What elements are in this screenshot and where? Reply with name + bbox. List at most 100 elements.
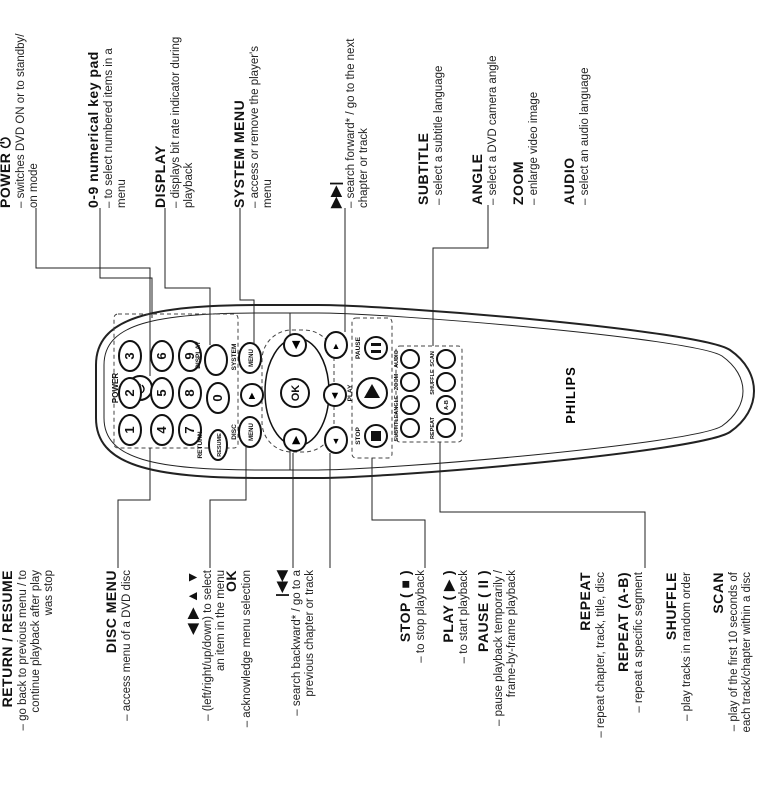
top-callout-title: POWER ⏻ (0, 137, 13, 208)
remote-body-inner (103, 312, 744, 471)
bottom-callout-1: DISC MENU– access menu of a DVD disc (103, 570, 133, 721)
top-callout-3: SYSTEM MENU– access or remove the player… (231, 46, 274, 208)
nav-down-button[interactable]: ▼ (323, 383, 347, 407)
bottom_right-callout-desc: – repeat a specific segment (633, 571, 645, 712)
bottom-callout-desc: – go back to previous menu / to (17, 570, 29, 730)
return-label: RETURN (197, 431, 204, 458)
subtitle-button[interactable]: SUBTITLE (394, 414, 420, 441)
next-button[interactable]: ▲ (324, 331, 348, 359)
play-button[interactable] (356, 377, 388, 409)
bottom_right-callout-desc: – play tracks in random order (681, 572, 693, 721)
key-0-label: 0 (210, 394, 225, 401)
key-9-button[interactable]: 9 (178, 340, 202, 372)
repeat-button[interactable]: REPEAT (430, 416, 456, 439)
disc-menu-button[interactable]: MENU (238, 416, 262, 448)
callout-annotations: POWER ⏻– switches DVD ON or to standby/o… (0, 33, 753, 738)
key-5-label: 5 (154, 389, 169, 396)
return-resume-button[interactable]: RESUME (208, 429, 228, 461)
prev-button[interactable]: ▼ (324, 426, 348, 454)
play-label: PLAY (347, 384, 354, 401)
top-callout-desc: menu (116, 179, 128, 208)
top_right-callout-title: SUBTITLE (415, 133, 431, 205)
bottom-callout-title: RETURN / RESUME (0, 570, 15, 707)
nav-left-button[interactable]: ▶ (283, 428, 307, 452)
pause-button[interactable] (364, 336, 388, 360)
top-callout-desc: menu (262, 179, 274, 208)
shuffle-button[interactable]: SHUFFLE (430, 369, 456, 395)
key-4-button[interactable]: 4 (150, 414, 174, 446)
bottom-callout-desc: previous chapter or track (304, 570, 316, 697)
top_right-callout-2: ZOOM– enlarge video image (510, 92, 540, 205)
bottom_right-callout-desc: – repeat chapter, track, title, disc (595, 572, 607, 738)
top_right-callout-desc: – select an audio language (579, 68, 591, 205)
key-8-label: 8 (182, 389, 197, 396)
top_right-callout-desc: – enlarge video image (528, 92, 540, 205)
ab-button[interactable]: A-B (436, 395, 456, 415)
bottom-callout-title: |◀◀ (273, 570, 289, 597)
top-callout-desc: on mode (28, 163, 40, 208)
top-callout-1: 0-9 numerical key pad– to select numbere… (85, 48, 128, 208)
top-callout-desc: – displays bit rate indicator during (170, 37, 182, 208)
bottom-callout-title: PAUSE ( II ) (475, 570, 491, 652)
zoom-button[interactable]: ZOOM (394, 372, 420, 392)
svg-text:▼: ▼ (332, 436, 341, 446)
bottom_right-callout-title: SHUFFLE (663, 572, 679, 640)
key-1-button[interactable]: 1 (118, 414, 142, 446)
numeric-keypad: 1 2 3 4 5 6 7 8 9 0 (118, 340, 230, 446)
power-button-label: POWER (111, 373, 120, 403)
svg-text:▼: ▼ (330, 390, 341, 402)
bottom_right-callout-title: REPEAT (577, 572, 593, 631)
bottom_right-callout-1: REPEAT (A-B)– repeat a specific segment (615, 571, 645, 712)
bottom-callout-desc: continue playback after play (30, 570, 42, 713)
stop-button[interactable] (364, 424, 388, 448)
key-2-button[interactable]: 2 (118, 377, 142, 409)
system-menu-button[interactable]: MENU (238, 342, 262, 374)
scan-button-label: SCAN (430, 351, 436, 367)
brand-logo: PHILIPS (563, 366, 578, 424)
key-7-button[interactable]: 7 (178, 414, 202, 446)
top_right-callout-desc: – select a subtitle language (433, 66, 445, 205)
top-callout-title: ▶▶| (327, 181, 343, 209)
bottom-callout-desc: – pause playback temporarily / (493, 569, 505, 726)
ab-button-label: A-B (444, 400, 450, 410)
audio-button[interactable]: AUDIO (394, 349, 420, 369)
repeat-button-label: REPEAT (430, 416, 436, 439)
leader-lines (35, 205, 646, 568)
angle-button[interactable]: ANGLE (394, 395, 420, 415)
key-6-button[interactable]: 6 (150, 340, 174, 372)
bottom-callout-0: RETURN / RESUME– go back to previous men… (0, 570, 55, 731)
top-callout-title: 0-9 numerical key pad (85, 51, 101, 208)
top_right-callout-1: ANGLE– select a DVD camera angle (469, 55, 499, 205)
display-button[interactable] (204, 344, 228, 376)
nav-up-button[interactable]: ▲ (240, 383, 264, 407)
bottom_right-callout-0: REPEAT– repeat chapter, track, title, di… (577, 572, 607, 738)
top-callout-0: POWER ⏻– switches DVD ON or to standby/o… (0, 33, 40, 208)
key-3-button[interactable]: 3 (118, 340, 142, 372)
top-callout-desc: chapter or track (358, 128, 370, 208)
system-label: SYSTEM (231, 344, 238, 371)
svg-text:RESUME: RESUME (217, 433, 223, 457)
bottom-callout-desc: – access menu of a DVD disc (121, 570, 133, 721)
key-0-button[interactable]: 0 (206, 382, 230, 414)
nav-right-button[interactable]: ◀ (283, 333, 307, 357)
ok-button[interactable]: OK (280, 378, 310, 408)
key-9-label: 9 (182, 352, 197, 359)
key-3-label: 3 (122, 352, 137, 359)
key-5-button[interactable]: 5 (150, 377, 174, 409)
top-callout-desc: – search forward* / go to the next (345, 38, 357, 208)
key-8-button[interactable]: 8 (178, 377, 202, 409)
top-callout-title: SYSTEM MENU (231, 100, 247, 208)
top_right-callout-desc: – select a DVD camera angle (487, 55, 499, 205)
svg-text:OK: OK (290, 385, 302, 402)
scan-button[interactable]: SCAN (430, 349, 456, 369)
bottom-callout-3: OK– acknowledge menu selection (223, 570, 253, 727)
top-callout-desc: playback (183, 162, 195, 208)
bottom-callout-title: DISC MENU (103, 570, 119, 653)
audio-button-label: AUDIO (394, 349, 400, 367)
bottom_right-callout-desc: each track/chapter within a disc (741, 572, 753, 733)
